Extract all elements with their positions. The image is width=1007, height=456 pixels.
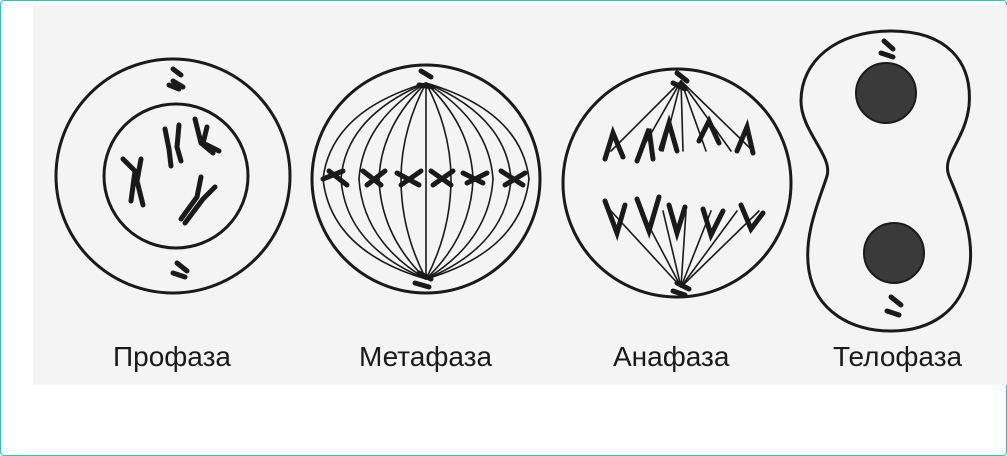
prophase-cell (56, 59, 290, 293)
prophase-nucleus (104, 104, 248, 248)
prophase-chromosomes (123, 119, 219, 223)
label-telophase: Телофаза (833, 341, 962, 373)
telophase-cell (801, 31, 971, 331)
telophase-nucleus-bottom (864, 223, 924, 283)
metaphase-chromosomes (323, 171, 525, 185)
metaphase-cell (312, 65, 540, 293)
anaphase-cell (563, 69, 791, 297)
prophase-centrosome-top (169, 69, 183, 89)
anaphase-chromatids-top (605, 121, 753, 161)
label-metaphase: Метафаза (359, 341, 492, 373)
label-anaphase: Анафаза (613, 341, 729, 373)
anaphase-spindle (611, 81, 759, 287)
metaphase-spindle (323, 83, 529, 279)
telophase-nucleus-top (856, 63, 916, 123)
label-prophase: Профаза (113, 341, 231, 373)
prophase-centrosome-bottom (173, 263, 187, 277)
